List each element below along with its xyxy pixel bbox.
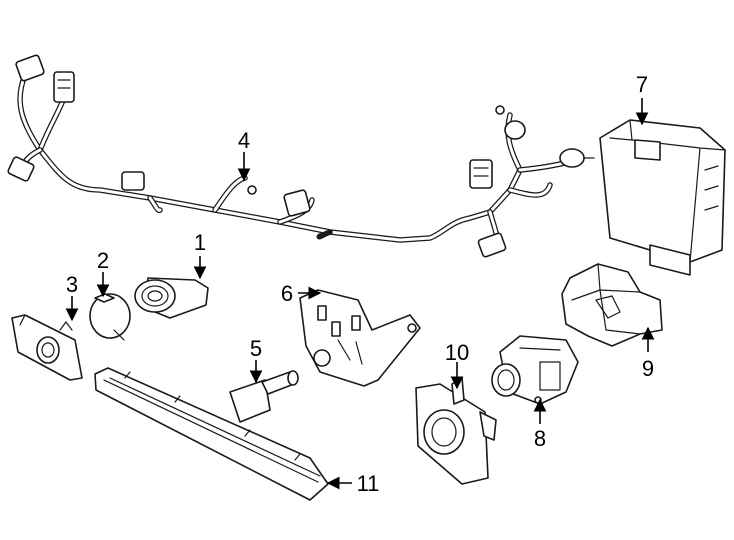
callout-9: 9 bbox=[642, 356, 654, 381]
callout-1: 1 bbox=[194, 230, 206, 255]
sensor-cap-part-2 bbox=[89, 293, 131, 341]
sensor-unit-part-8 bbox=[491, 335, 579, 405]
mounting-bracket-part-6 bbox=[299, 289, 421, 387]
callout-7: 7 bbox=[636, 72, 648, 97]
sensor-bracket-part-3 bbox=[11, 314, 83, 381]
callout-3: 3 bbox=[66, 272, 78, 297]
callout-4: 4 bbox=[238, 128, 250, 153]
parking-sensor-part-1 bbox=[134, 277, 209, 319]
wiring-harness bbox=[7, 54, 595, 258]
callout-2: 2 bbox=[97, 248, 109, 273]
callout-labels: 1 2 3 4 5 6 7 8 9 10 11 bbox=[66, 72, 654, 496]
callout-6: 6 bbox=[281, 281, 293, 306]
bumper-trim-part-11 bbox=[94, 367, 329, 501]
callout-leaders bbox=[65, 98, 655, 490]
sensor-part-5 bbox=[229, 370, 299, 423]
callout-11: 11 bbox=[357, 471, 380, 496]
callout-8: 8 bbox=[534, 426, 546, 451]
control-module bbox=[599, 119, 726, 276]
callout-10: 10 bbox=[445, 340, 469, 365]
callout-5: 5 bbox=[250, 336, 262, 361]
sensor-cover-part-9 bbox=[561, 263, 663, 347]
sensor-holder-part-10 bbox=[415, 377, 497, 485]
